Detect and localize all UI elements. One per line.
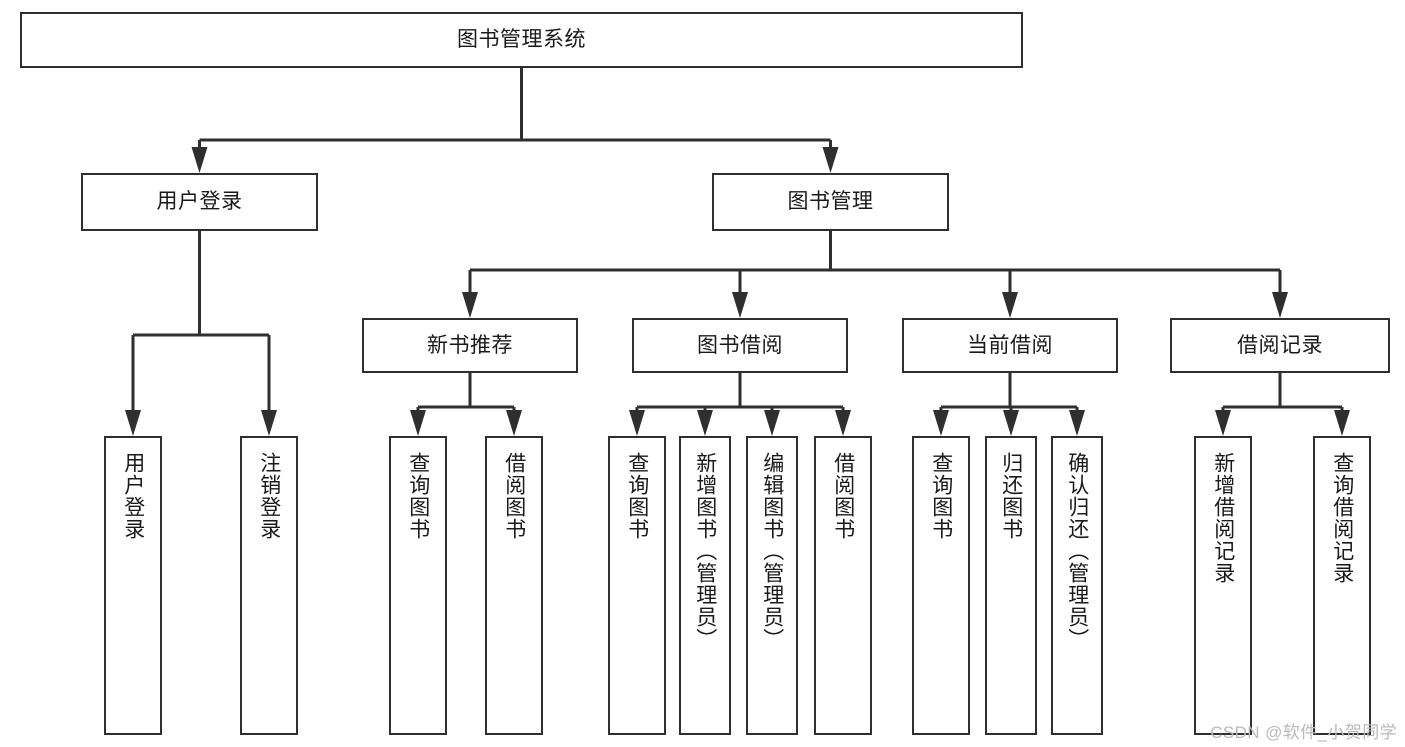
- node-label: 新增图书（管理员）: [693, 452, 717, 650]
- node-leaf_c1[interactable]: 新增图书（管理员）: [679, 436, 731, 735]
- node-l1_1[interactable]: 图书管理: [712, 173, 949, 231]
- arrowhead-icon: [764, 410, 780, 436]
- arrowhead-icon: [1334, 410, 1350, 436]
- arrowhead-icon: [1003, 410, 1019, 436]
- node-label: 借阅图书: [831, 452, 855, 540]
- node-label: 借阅图书: [502, 452, 526, 540]
- node-leaf_e1[interactable]: 查询借阅记录: [1313, 436, 1371, 735]
- arrowhead-icon: [410, 410, 426, 436]
- arrowhead-icon: [732, 292, 748, 318]
- node-root[interactable]: 图书管理系统: [20, 12, 1023, 68]
- node-label: 用户登录: [156, 190, 243, 214]
- node-l2_1[interactable]: 图书借阅: [632, 318, 848, 373]
- arrowhead-icon: [697, 410, 713, 436]
- node-label: 图书借阅: [697, 333, 783, 357]
- node-label: 编辑图书（管理员）: [760, 452, 784, 650]
- arrowhead-icon: [506, 410, 522, 436]
- node-label: 借阅记录: [1237, 333, 1323, 357]
- node-leaf_b1[interactable]: 借阅图书: [485, 436, 543, 735]
- node-leaf_c0[interactable]: 查询图书: [608, 436, 666, 735]
- connector-group: [125, 68, 1350, 436]
- node-label: 查询借阅记录: [1330, 452, 1354, 584]
- node-label: 查询图书: [625, 452, 649, 540]
- node-label: 新增借阅记录: [1211, 452, 1235, 584]
- node-label: 查询图书: [406, 452, 430, 540]
- node-leaf_a0[interactable]: 用户登录: [104, 436, 162, 735]
- node-label: 当前借阅: [967, 333, 1053, 357]
- arrowhead-icon: [125, 410, 141, 436]
- node-label: 图书管理: [787, 190, 874, 214]
- arrowhead-icon: [1215, 410, 1231, 436]
- node-label: 图书管理系统: [457, 28, 586, 52]
- node-leaf_e0[interactable]: 新增借阅记录: [1194, 436, 1252, 735]
- node-leaf_a1[interactable]: 注销登录: [240, 436, 298, 735]
- arrowhead-icon: [835, 410, 851, 436]
- node-label: 用户登录: [121, 452, 145, 540]
- arrowhead-icon: [462, 292, 478, 318]
- node-leaf_d0[interactable]: 查询图书: [912, 436, 970, 735]
- arrowhead-icon: [191, 147, 208, 173]
- arrowhead-icon: [629, 410, 645, 436]
- node-leaf_d1[interactable]: 归还图书: [985, 436, 1037, 735]
- node-l2_2[interactable]: 当前借阅: [902, 318, 1118, 373]
- arrowhead-icon: [1002, 292, 1018, 318]
- arrowhead-icon: [261, 410, 277, 436]
- node-leaf_d2[interactable]: 确认归还（管理员）: [1051, 436, 1103, 735]
- node-label: 新书推荐: [427, 333, 513, 357]
- arrowhead-icon: [1069, 410, 1085, 436]
- node-l1_0[interactable]: 用户登录: [81, 173, 318, 231]
- node-label: 归还图书: [999, 452, 1023, 540]
- node-label: 确认归还（管理员）: [1065, 452, 1089, 650]
- node-label: 查询图书: [929, 452, 953, 540]
- node-leaf_b0[interactable]: 查询图书: [389, 436, 447, 735]
- csdn-watermark: CSDN @软件_小贺同学: [1210, 723, 1397, 742]
- node-leaf_c3[interactable]: 借阅图书: [814, 436, 872, 735]
- arrowhead-icon: [933, 410, 949, 436]
- arrowhead-icon: [822, 147, 839, 173]
- node-label: 注销登录: [257, 452, 281, 540]
- arrowhead-icon: [1272, 292, 1288, 318]
- node-l2_0[interactable]: 新书推荐: [362, 318, 578, 373]
- node-leaf_c2[interactable]: 编辑图书（管理员）: [746, 436, 798, 735]
- node-l2_3[interactable]: 借阅记录: [1170, 318, 1390, 373]
